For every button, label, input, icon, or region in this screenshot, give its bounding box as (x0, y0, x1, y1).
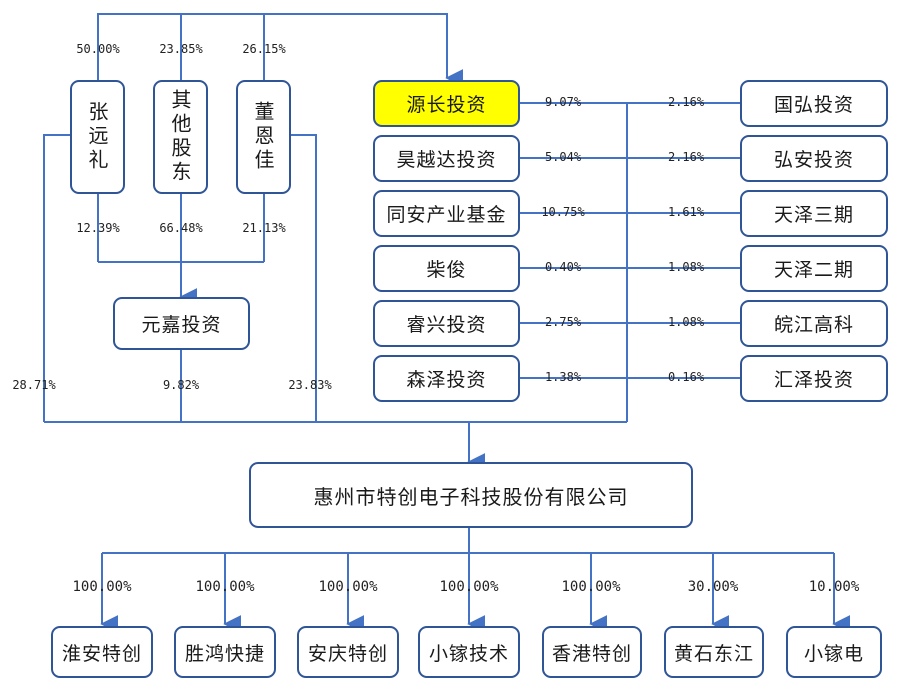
pct-right-4: 1.08% (667, 315, 705, 329)
sub-anqing-techuang: 安庆特创 (297, 626, 399, 678)
pct-sub-2: 100.00% (318, 579, 378, 595)
pct-sub-1: 100.00% (195, 579, 255, 595)
sub-huangshi-dongjiang: 黄石东江 (664, 626, 764, 678)
box-wanjiang-gaoke: 皖江高科 (740, 300, 888, 347)
sub-xiaojia-jishu: 小镓技术 (418, 626, 520, 678)
pct-right-1: 2.16% (667, 150, 705, 164)
sub-xiaojia-dian: 小镓电 (786, 626, 882, 678)
pct-other-bottom: 66.48% (159, 221, 203, 235)
box-yuanchang-investment: 源长投资 (373, 80, 520, 127)
box-tianze-phase2: 天泽二期 (740, 245, 888, 292)
pct-sub-4: 100.00% (561, 579, 621, 595)
company-box: 惠州市特创电子科技股份有限公司 (249, 462, 693, 528)
pct-right-5: 0.16% (667, 370, 705, 384)
box-chai-jun: 柴俊 (373, 245, 520, 292)
pct-middle-5: 1.38% (544, 370, 582, 384)
pct-sub-3: 100.00% (439, 579, 499, 595)
pct-right-0: 2.16% (667, 95, 705, 109)
pct-left-outer: 28.71% (12, 378, 56, 392)
pct-middle-4: 2.75% (544, 315, 582, 329)
pct-sub-6: 10.00% (808, 579, 860, 595)
shareholder-other: 其他股东 (153, 80, 208, 194)
pct-right-2: 1.61% (667, 205, 705, 219)
pct-zhang-top: 50.00% (76, 42, 120, 56)
box-huize-investment: 汇泽投资 (740, 355, 888, 402)
pct-middle-3: 0.40% (544, 260, 582, 274)
pct-sub-0: 100.00% (72, 579, 132, 595)
pct-right-3: 1.08% (667, 260, 705, 274)
shareholder-zhang-yuanli: 张远礼 (70, 80, 125, 194)
sub-huaian-techuang: 淮安特创 (51, 626, 153, 678)
box-ruixing-investment: 睿兴投资 (373, 300, 520, 347)
pct-middle-0: 9.07% (544, 95, 582, 109)
box-tongan-fund: 同安产业基金 (373, 190, 520, 237)
sub-shenghong-kuaijie: 胜鸿快捷 (174, 626, 276, 678)
pct-dong-top: 26.15% (242, 42, 286, 56)
pct-dong-bottom: 21.13% (242, 221, 286, 235)
pct-zhang-bottom: 12.39% (76, 221, 120, 235)
box-guohong-investment: 国弘投资 (740, 80, 888, 127)
box-haoyueda-investment: 昊越达投资 (373, 135, 520, 182)
box-hongan-investment: 弘安投资 (740, 135, 888, 182)
box-tianze-phase3: 天泽三期 (740, 190, 888, 237)
pct-other-top: 23.85% (159, 42, 203, 56)
pct-middle-2: 10.75% (541, 205, 585, 219)
pct-sub-5: 30.00% (687, 579, 739, 595)
pct-middle-1: 5.04% (544, 150, 582, 164)
shareholder-dong-enjia: 董恩佳 (236, 80, 291, 194)
yuanjia-investment: 元嘉投资 (113, 297, 250, 350)
box-senze-investment: 森泽投资 (373, 355, 520, 402)
pct-yuanjia: 9.82% (162, 378, 200, 392)
sub-hongkong-techuang: 香港特创 (542, 626, 642, 678)
pct-right-outer: 23.83% (288, 378, 332, 392)
